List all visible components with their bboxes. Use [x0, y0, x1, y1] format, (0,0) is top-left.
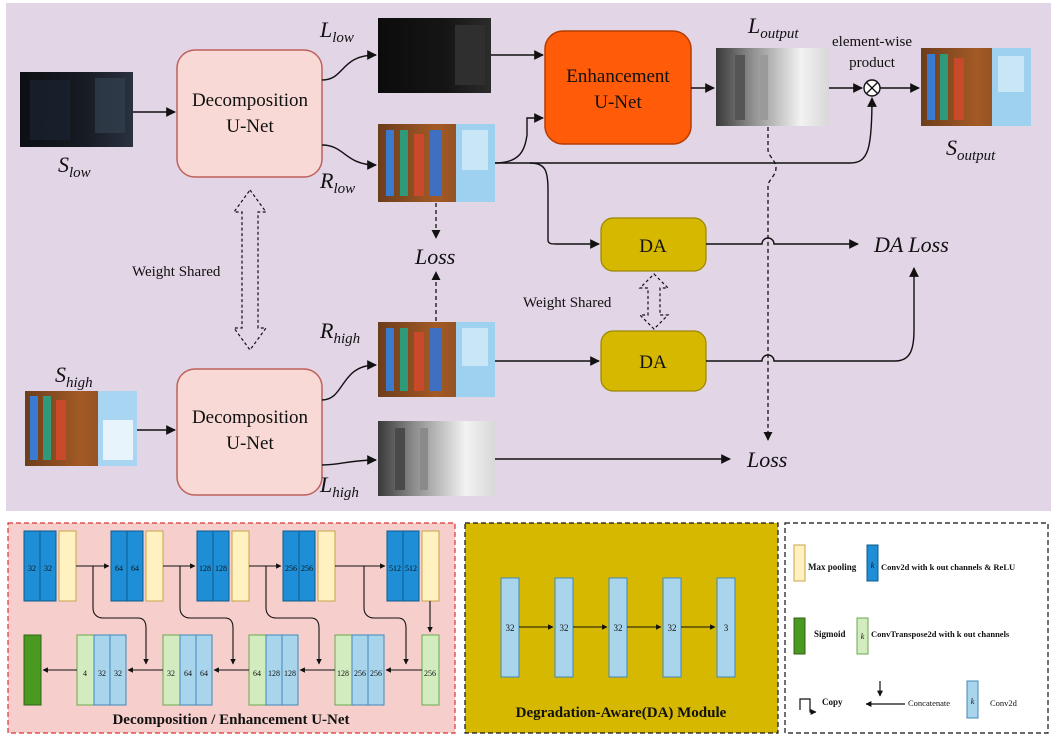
da-panel-title: Degradation-Aware(DA) Module [516, 705, 727, 721]
legend-max-pooling-swatch [793, 544, 806, 582]
weight-shared-mid-label: Weight Shared [523, 295, 612, 311]
enhancement-unet: Enhancement U-Net [544, 30, 692, 145]
legend-conv2d: Conv2d [990, 698, 1018, 708]
svg-text:64: 64 [200, 669, 208, 678]
l-output-image [716, 48, 829, 126]
legend-panel: Max pooling k Conv2d with k out channels… [784, 522, 1049, 734]
svg-text:32: 32 [98, 669, 106, 678]
svg-text:k: k [971, 697, 975, 706]
s-output-label: Soutput [946, 135, 996, 164]
l-high-image [378, 421, 495, 496]
svg-text:32: 32 [114, 669, 122, 678]
svg-text:128: 128 [215, 564, 227, 573]
pipeline-background [6, 3, 1051, 511]
legend-transpose-swatch [856, 617, 869, 655]
svg-text:512: 512 [389, 564, 401, 573]
decomp-bottom-line1: Decomposition [192, 407, 309, 428]
unet-decoder: 4 32 32 32 64 64 64 128 128 128 256 256 … [23, 634, 440, 706]
svg-text:128: 128 [284, 669, 296, 678]
elementwise-product-node [863, 79, 881, 97]
decomp-bottom-line2: U-Net [226, 433, 274, 454]
svg-text:64: 64 [131, 564, 139, 573]
svg-text:256: 256 [370, 669, 382, 678]
svg-text:DA: DA [639, 236, 667, 257]
r-low-label: Rlow [319, 168, 355, 197]
svg-text:32: 32 [28, 564, 36, 573]
s-low-label: Slow [58, 152, 91, 181]
svg-text:128: 128 [268, 669, 280, 678]
svg-text:256: 256 [424, 669, 436, 678]
decomp-top-line2: U-Net [226, 116, 274, 137]
pipeline-arrows [133, 50, 920, 466]
s-high-label: Shigh [55, 362, 93, 391]
svg-text:32: 32 [44, 564, 52, 573]
decomp-top-line1: Decomposition [192, 90, 309, 111]
svg-text:512: 512 [405, 564, 417, 573]
legend-concatenate: Concatenate [908, 698, 950, 708]
weight-shared-left-label: Weight Shared [132, 264, 221, 280]
l-low-label: Llow [319, 17, 354, 46]
enhancement-line2: U-Net [594, 92, 642, 113]
r-high-image [378, 322, 495, 397]
legend-sigmoid-swatch [793, 617, 806, 655]
svg-text:32: 32 [614, 623, 623, 633]
svg-text:256: 256 [285, 564, 297, 573]
legend-conv2d-swatch [966, 680, 979, 719]
da-top-box: DA [600, 217, 707, 272]
decomposition-unet-top: Decomposition U-Net [176, 49, 323, 178]
unet-panel: 32 32 64 64 128 128 256 256 512 51 [7, 522, 456, 734]
da-loss-label: DA Loss [873, 232, 949, 257]
sigmoid-block [23, 634, 42, 706]
decomposition-unet-bottom: Decomposition U-Net [176, 368, 323, 496]
legend-sigmoid: Sigmoid [814, 629, 846, 639]
svg-text:32: 32 [668, 623, 677, 633]
unet-panel-title: Decomposition / Enhancement U-Net [112, 712, 349, 728]
elementwise-label-line2: product [849, 55, 896, 71]
svg-text:128: 128 [337, 669, 349, 678]
svg-text:256: 256 [301, 564, 313, 573]
svg-text:128: 128 [199, 564, 211, 573]
svg-text:64: 64 [115, 564, 123, 573]
elementwise-label-line1: element-wise [832, 34, 912, 50]
s-output-image [921, 48, 1031, 126]
legend-conv-transpose: ConvTranspose2d with k out channels [871, 629, 1010, 639]
legend-copy-icon [799, 698, 817, 715]
weight-shared-mid-arrow [638, 273, 670, 330]
r-high-label: Rhigh [319, 318, 360, 347]
l-low-image [378, 18, 491, 93]
svg-text:64: 64 [184, 669, 192, 678]
da-bottom-box: DA [600, 330, 707, 392]
svg-text:64: 64 [253, 669, 261, 678]
l-output-label: Loutput [747, 13, 799, 42]
svg-text:32: 32 [167, 669, 175, 678]
svg-text:k: k [861, 632, 865, 641]
s-low-image [20, 72, 133, 147]
legend-max-pooling: Max pooling [808, 562, 857, 572]
legend-concatenate-icon [865, 681, 905, 707]
da-panel: 32 32 32 32 3 Degradation-Aware(DA) Modu… [464, 522, 779, 734]
loss-mid-label: Loss [414, 244, 455, 269]
enhancement-line1: Enhancement [566, 66, 670, 87]
svg-text:k: k [871, 561, 875, 570]
legend-conv-relu: Conv2d with k out channels & ReLU [881, 562, 1015, 572]
svg-text:DA: DA [639, 352, 667, 373]
svg-text:4: 4 [83, 669, 87, 678]
loss-right-label: Loss [746, 447, 787, 472]
svg-text:32: 32 [560, 623, 569, 633]
l-high-label: Lhigh [319, 472, 359, 501]
r-low-image [378, 124, 495, 202]
svg-text:32: 32 [506, 623, 515, 633]
s-high-image [25, 391, 137, 466]
svg-text:3: 3 [724, 623, 729, 633]
legend-copy: Copy [822, 697, 843, 707]
pipeline-dashed-arrows [431, 127, 777, 441]
legend-conv-relu-swatch [866, 544, 879, 582]
svg-text:256: 256 [354, 669, 366, 678]
